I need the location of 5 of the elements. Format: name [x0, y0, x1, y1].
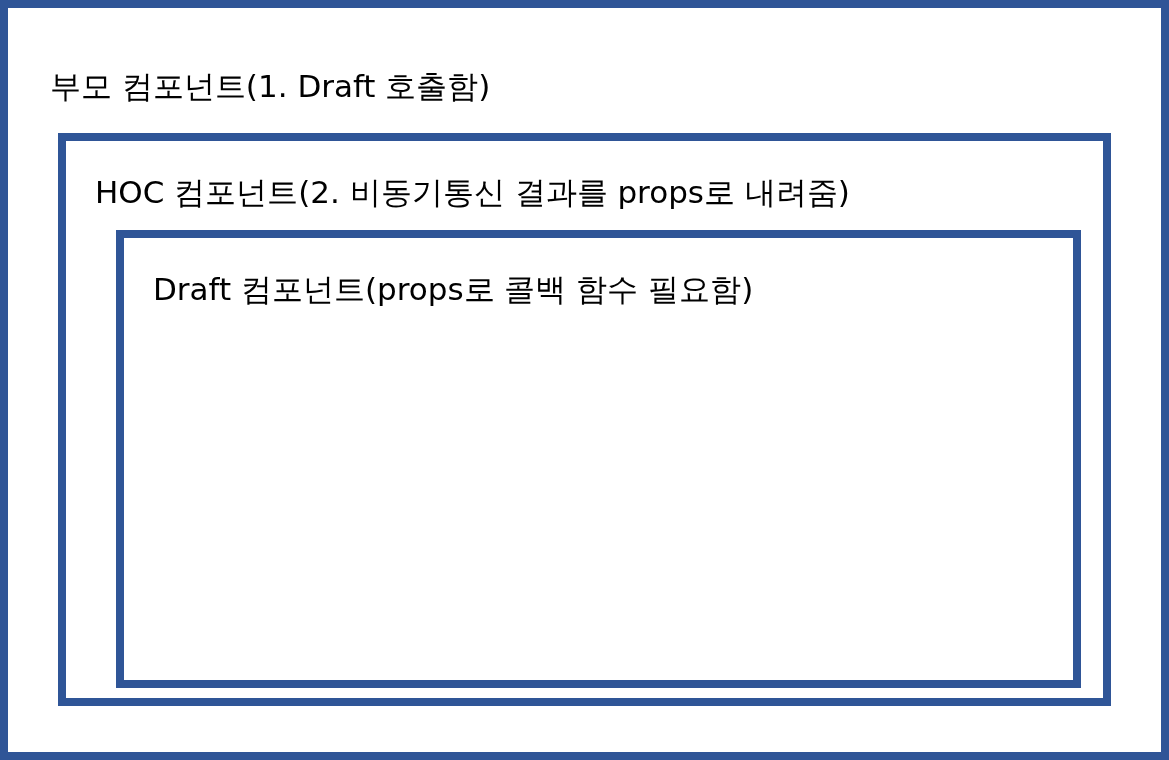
box-heading: Draft 컴포넌트(props로 콜백 함수 필요함): [153, 271, 754, 309]
box-heading: 부모 컴포넌트(1. Draft 호출함): [50, 68, 491, 106]
component-box: [58, 133, 1111, 706]
component-box: [116, 230, 1081, 688]
box-heading: HOC 컴포넌트(2. 비동기통신 결과를 props로 내려줌): [95, 174, 850, 212]
